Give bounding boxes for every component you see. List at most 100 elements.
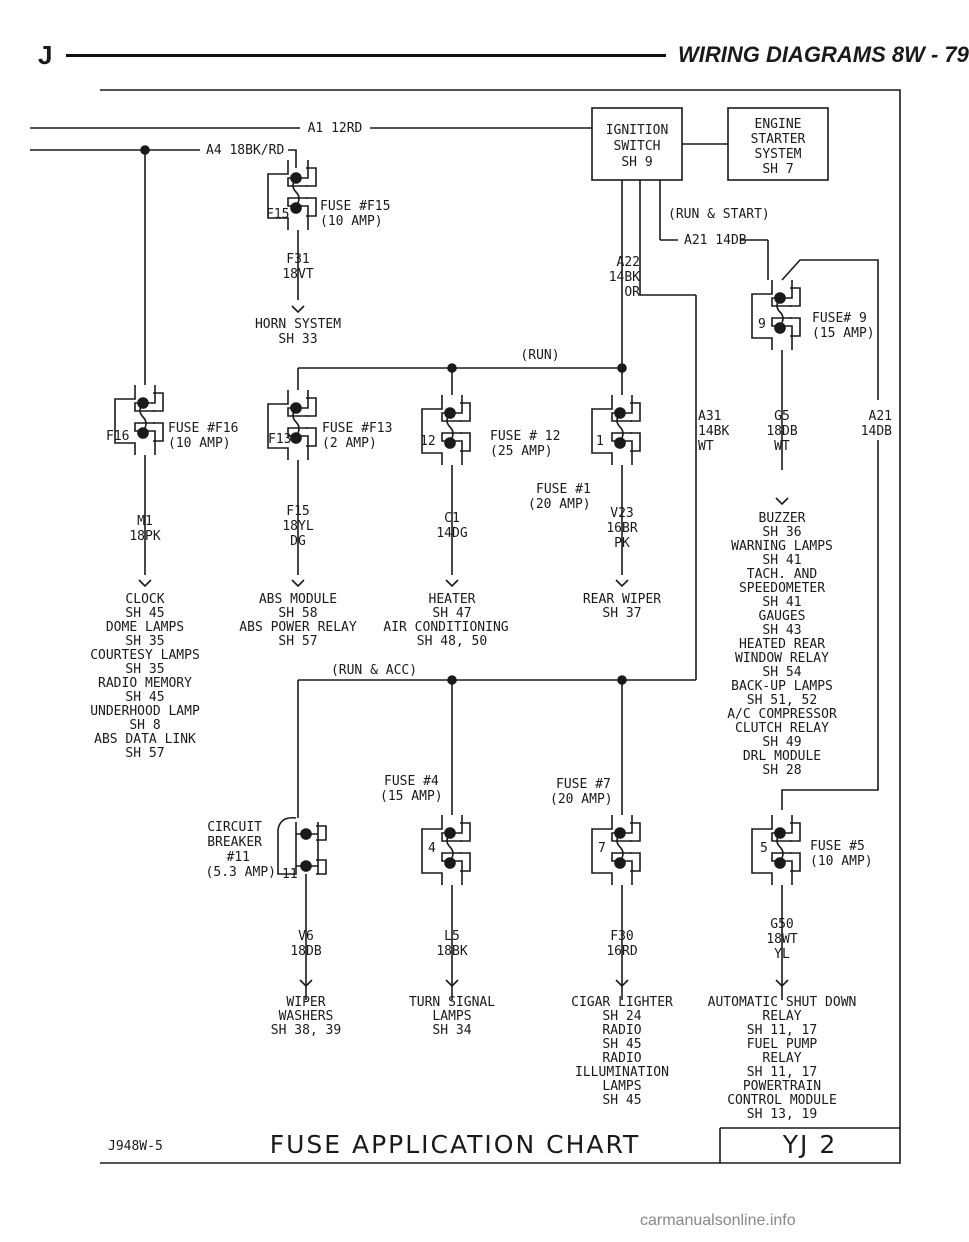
starter-line: SYSTEM bbox=[755, 147, 802, 162]
load-line: HEATED REAR bbox=[739, 637, 825, 652]
engine-starter-box: ENGINE STARTER SYSTEM SH 7 bbox=[727, 107, 829, 181]
header-rule bbox=[66, 54, 666, 57]
load-line: AUTOMATIC SHUT DOWN bbox=[708, 995, 857, 1010]
wire-a1-label: A1 12RD bbox=[308, 121, 363, 136]
load-line: BACK-UP LAMPS bbox=[731, 679, 833, 694]
top-feed-wires: A1 12RD A4 18BK/RD bbox=[30, 121, 592, 385]
wire-g5-label: 18DB bbox=[766, 424, 797, 439]
load-line: ABS POWER RELAY bbox=[239, 620, 357, 635]
starter-line: STARTER bbox=[751, 132, 806, 147]
run-bus: (RUN) bbox=[298, 348, 627, 373]
fuse-label: (5.3 AMP) bbox=[206, 865, 276, 880]
fuse-id: F16 bbox=[106, 429, 129, 444]
load-line: RADIO MEMORY bbox=[98, 676, 192, 691]
fuse-id: 5 bbox=[760, 841, 768, 856]
fuse-label: FUSE # 12 bbox=[490, 429, 560, 444]
load-line: SH 41 bbox=[762, 553, 801, 568]
fuse-id: 1 bbox=[596, 434, 604, 449]
load-line: A/C COMPRESSOR bbox=[727, 707, 837, 722]
ignition-line: IGNITION bbox=[606, 123, 669, 138]
load-line: SH 45 bbox=[125, 606, 164, 621]
wire-g5-label: WT bbox=[774, 439, 790, 454]
fuse-f16: F16 FUSE #F16 (10 AMP) M1 18PK bbox=[106, 384, 238, 588]
load-line: SH 45 bbox=[602, 1037, 641, 1052]
fuse-4: 4 FUSE #4 (15 AMP) L5 18BK bbox=[380, 680, 471, 1000]
load-line: CLUTCH RELAY bbox=[735, 721, 829, 736]
wire-v23-label: PK bbox=[614, 536, 630, 551]
load-line: REAR WIPER bbox=[583, 592, 661, 607]
load-line: SH 57 bbox=[278, 634, 317, 649]
fuse-label: FUSE# 9 bbox=[812, 311, 867, 326]
run-acc-bus: (RUN & ACC) bbox=[298, 663, 696, 685]
wire-a31-label: WT bbox=[698, 439, 714, 454]
figure-code: J948W-5 bbox=[108, 1139, 163, 1154]
horn-load: HORN SYSTEM bbox=[255, 317, 341, 332]
diagram-frame bbox=[100, 89, 901, 1164]
load-line: SH 45 bbox=[125, 690, 164, 705]
wire-v23-label: V23 bbox=[610, 506, 633, 521]
load-line: RADIO bbox=[602, 1023, 641, 1038]
wire-f15-label: DG bbox=[290, 534, 306, 549]
wire-f15-label: 18YL bbox=[282, 519, 313, 534]
load-line: SH 45 bbox=[602, 1093, 641, 1108]
fuse-label: #11 bbox=[227, 850, 250, 865]
chart-title: FUSE APPLICATION CHART bbox=[270, 1130, 641, 1159]
load-line: LAMPS bbox=[432, 1009, 471, 1024]
wire-f31-label: 18VT bbox=[282, 267, 313, 282]
load-line: TACH. AND bbox=[747, 567, 818, 582]
load-line: WARNING LAMPS bbox=[731, 539, 833, 554]
load-line: SH 54 bbox=[762, 665, 801, 680]
fuse-5: 5 FUSE #5 (10 AMP) G50 18WT YL bbox=[751, 814, 873, 1000]
load-line: BUZZER bbox=[759, 511, 806, 526]
load-line: AIR CONDITIONING bbox=[383, 620, 508, 635]
load-line: WINDOW RELAY bbox=[735, 651, 829, 666]
heater-loads: HEATER SH 47 AIR CONDITIONING SH 48, 50 bbox=[383, 592, 508, 649]
wire-g5-label: G5 bbox=[774, 409, 790, 424]
fuse-label: CIRCUIT bbox=[207, 820, 262, 835]
abs-loads: ABS MODULE SH 58 ABS POWER RELAY SH 57 bbox=[239, 592, 357, 649]
load-line: UNDERHOOD LAMP bbox=[90, 704, 200, 719]
load-line: SH 41 bbox=[762, 595, 801, 610]
wire-a22-label: A22 bbox=[617, 255, 640, 270]
load-line: SPEEDOMETER bbox=[739, 581, 825, 596]
wire-a21-top-label: A21 14DB bbox=[684, 233, 747, 248]
fuse-id: 7 bbox=[598, 841, 606, 856]
m1-loads: CLOCK SH 45 DOME LAMPS SH 35 COURTESY LA… bbox=[90, 592, 200, 761]
wire-c1-label: C1 bbox=[444, 511, 460, 526]
load-line: ABS DATA LINK bbox=[94, 732, 196, 747]
load-line: COURTESY LAMPS bbox=[90, 648, 200, 663]
load-line: TURN SIGNAL bbox=[409, 995, 495, 1010]
wire-g50-label: 18WT bbox=[766, 932, 797, 947]
ignition-line: SH 9 bbox=[621, 155, 652, 170]
load-line: ABS MODULE bbox=[259, 592, 337, 607]
fuse-f13: F13 FUSE #F13 (2 AMP) F15 18YL DG bbox=[267, 368, 392, 588]
load-line: SH 37 bbox=[602, 606, 641, 621]
turn-signal-loads: TURN SIGNAL LAMPS SH 34 bbox=[409, 995, 495, 1038]
fuse-label: FUSE #F16 bbox=[168, 421, 238, 436]
load-line: CLOCK bbox=[125, 592, 164, 607]
fuse-label: (20 AMP) bbox=[528, 497, 591, 512]
load-line: CIGAR LIGHTER bbox=[571, 995, 673, 1010]
ignition-switch-box: IGNITION SWITCH SH 9 bbox=[591, 107, 683, 181]
fuse-id: 4 bbox=[428, 841, 436, 856]
load-line: SH 48, 50 bbox=[417, 634, 487, 649]
model-code: YJ 2 bbox=[782, 1130, 838, 1159]
fuse-label: (10 AMP) bbox=[320, 214, 383, 229]
load-line: RELAY bbox=[762, 1009, 801, 1024]
fuse-label: BREAKER bbox=[207, 835, 262, 850]
load-line: SH 38, 39 bbox=[271, 1023, 341, 1038]
load-line: DOME LAMPS bbox=[106, 620, 184, 635]
fuse-f15: F15 FUSE #F15 (10 AMP) F31 18VT HORN SYS… bbox=[255, 159, 390, 347]
page-header: J WIRING DIAGRAMS 8W - 79 bbox=[38, 40, 969, 74]
fuse-id: 12 bbox=[420, 434, 436, 449]
wire-f31-label: F31 bbox=[286, 252, 309, 267]
fuse-label: FUSE #5 bbox=[810, 839, 865, 854]
fuse-label: FUSE #7 bbox=[556, 777, 611, 792]
load-line: SH 11, 17 bbox=[747, 1023, 817, 1038]
load-line: LAMPS bbox=[602, 1079, 641, 1094]
run-start-label: (RUN & START) bbox=[668, 207, 770, 222]
starter-line: SH 7 bbox=[762, 162, 793, 177]
watermark: carmanualsonline.info bbox=[640, 1212, 796, 1229]
load-line: SH 13, 19 bbox=[747, 1107, 817, 1122]
load-line: DRL MODULE bbox=[743, 749, 821, 764]
